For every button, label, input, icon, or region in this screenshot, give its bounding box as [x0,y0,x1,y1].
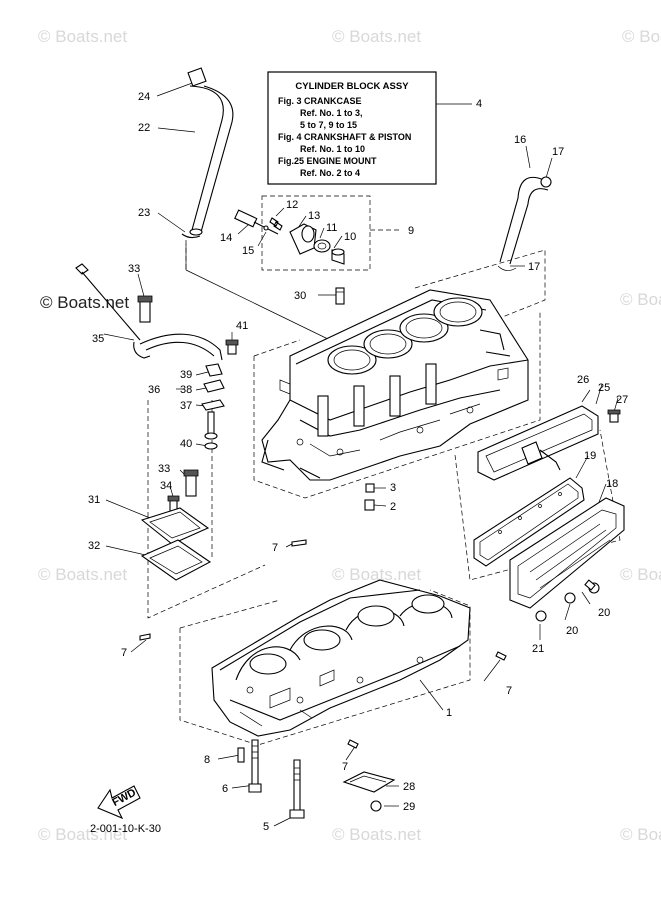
callout-26: 26 [577,374,589,386]
watermarks: © Boats.net © Boats.net © Boats.net © Bo… [38,27,661,844]
callout-29: 29 [403,801,415,813]
callout-33: 33 [158,463,170,475]
callout-23: 23 [138,207,150,219]
callout-35: 35 [92,333,104,345]
crankcase [211,579,471,737]
watermark: © Boats.net [38,27,127,46]
callout-37: 37 [180,400,192,412]
callout-9: 9 [408,225,414,237]
reference-box: CYLINDER BLOCK ASSY Fig. 3 CRANKCASE Ref… [267,71,472,185]
callout-21: 21 [532,643,544,655]
plate-28 [342,771,396,812]
callout-5: 5 [263,821,269,833]
hose-left [181,67,234,239]
dowel-30 [335,287,345,305]
callout-40: 40 [180,438,192,450]
callout-22: 22 [138,122,150,134]
callout-17: 17 [552,146,564,158]
reference-title: CYLINDER BLOCK ASSY [295,81,409,92]
callout-34: 34 [160,480,172,492]
callout-11: 11 [326,222,337,234]
watermark: © Boats.net [620,825,661,844]
callout-32: 32 [88,540,100,552]
callout-14: 14 [220,232,232,244]
watermark-overlay: © Boats.net [40,293,129,312]
hose-right [497,176,552,271]
callout-10: 10 [344,231,356,243]
callout-4: 4 [476,98,482,110]
callout-20: 20 [566,625,578,637]
leader-lines [103,81,619,827]
callout-13: 13 [308,210,320,222]
callout-33: 33 [128,263,140,275]
callout-25: 25 [598,382,610,394]
bolts-bottom [237,739,305,819]
watermark: © Boats.net [38,565,127,584]
reference-line: Fig. 4 CRANKSHAFT & PISTON [278,132,411,142]
bracket-plates [140,469,212,581]
dipstick-assembly [75,263,239,450]
callout-31: 31 [88,494,100,506]
callout-7: 7 [506,685,512,697]
assembly-outlines [147,195,621,746]
callout-15: 15 [242,245,254,257]
callout-20: 20 [598,607,610,619]
reference-line: Ref. No. 2 to 4 [300,168,360,178]
callout-19: 19 [584,450,596,462]
callout-41: 41 [236,320,248,332]
callout-18: 18 [606,478,618,490]
callout-numbers: 1 2 3 4 5 6 7 7 7 7 8 9 10 11 12 13 14 1… [88,91,628,833]
watermark: © Boats.net [622,27,661,46]
callout-30: 30 [294,290,306,302]
callout-3: 3 [390,482,396,494]
callout-7: 7 [272,542,278,554]
dowel-2-3 [364,483,375,511]
watermark: © Boats.net [38,825,127,844]
callout-2: 2 [390,501,396,513]
callout-27: 27 [616,394,628,406]
watermark: © Boats.net [332,27,421,46]
callout-28: 28 [403,781,415,793]
callout-39: 39 [180,369,192,381]
valve-assembly [234,209,345,265]
watermark: © Boats.net [332,565,421,584]
reference-line: Fig.25 ENGINE MOUNT [278,156,377,166]
gasket-19 [473,477,585,567]
watermark: © Boats.net [332,825,421,844]
callout-7: 7 [121,647,127,659]
watermark: © Boats.net [620,565,661,584]
callout-8: 8 [204,754,210,766]
reference-line: Ref. No. 1 to 10 [300,144,365,154]
footer-code: 2-001-10-K-30 [90,823,161,835]
cover-26 [477,405,621,481]
callout-1: 1 [446,707,452,719]
fwd-arrow: FWD [97,785,141,820]
callout-24: 24 [138,91,150,103]
reference-line: Fig. 3 CRANKCASE [278,96,362,106]
callout-7: 7 [342,761,348,773]
cover-18 [509,497,625,622]
callout-12: 12 [286,199,298,211]
watermark: © Boats.net [620,290,661,309]
reference-line: Ref. No. 1 to 3, [300,108,363,118]
callout-16: 16 [514,134,526,146]
cylinder-block [261,289,529,481]
callout-6: 6 [222,783,228,795]
reference-line: 5 to 7, 9 to 15 [300,120,357,130]
callout-17: 17 [528,261,540,273]
callout-38: 38 [180,384,192,396]
dowel-pins-7 [139,539,507,749]
callout-36: 36 [148,384,160,396]
